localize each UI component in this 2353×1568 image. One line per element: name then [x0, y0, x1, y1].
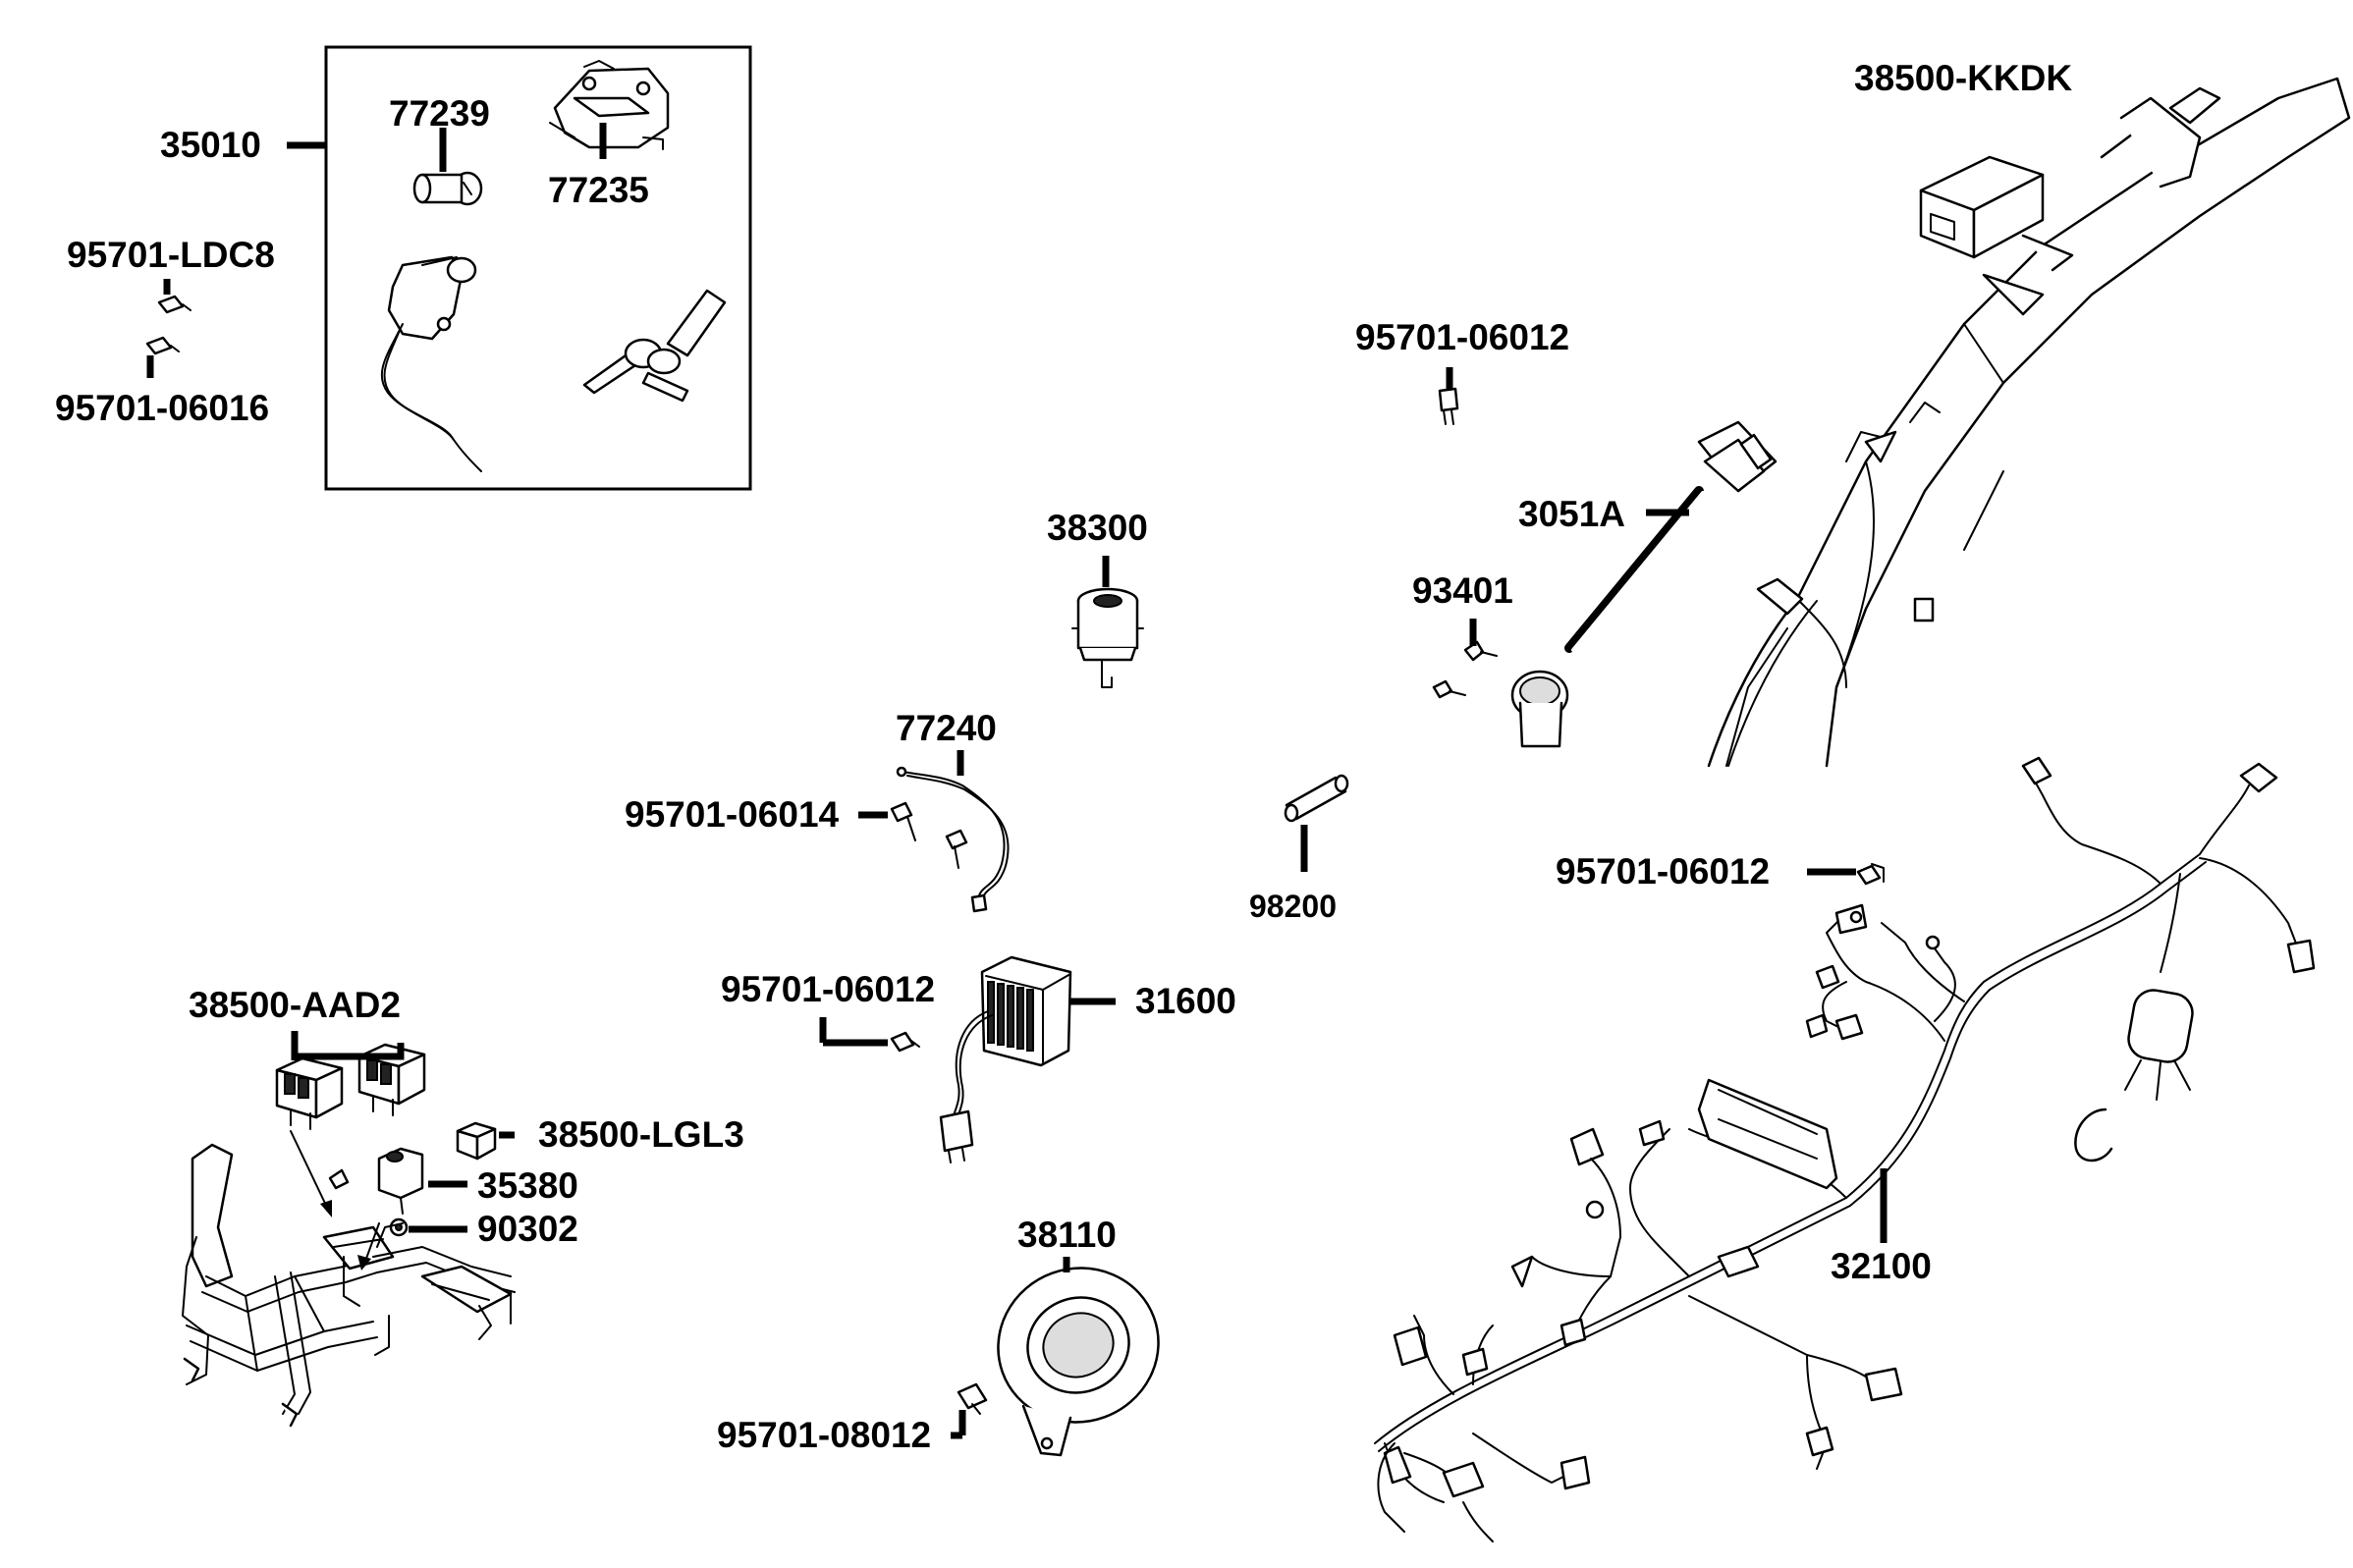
label-31600: 31600	[1135, 981, 1236, 1021]
relay-aad2-icon	[275, 1043, 426, 1130]
label-95701-06012-top: 95701-06012	[1355, 317, 1569, 357]
label-32100: 32100	[1831, 1246, 1932, 1286]
relay-lgl3-icon	[456, 1121, 497, 1161]
arrow-icons	[290, 1130, 380, 1271]
label-95701-06012-mid: 95701-06012	[721, 969, 935, 1009]
scooter-frame-icon	[1707, 77, 2351, 768]
label-95701-08012: 95701-08012	[717, 1415, 931, 1455]
screw-06014-icon	[890, 801, 968, 869]
ignition-coil-icon	[1510, 420, 1778, 748]
cable-77240-icon	[896, 766, 1010, 913]
label-38300: 38300	[1047, 508, 1148, 548]
screw-06012-right-icon	[1856, 863, 1885, 886]
nut-90302-icon	[328, 1168, 409, 1237]
label-98200: 98200	[1249, 889, 1337, 924]
relay-kkdk-icon	[1919, 155, 2045, 259]
label-77235: 77235	[548, 170, 649, 210]
screw-ldc8-icon	[157, 295, 192, 314]
label-38110: 38110	[1017, 1215, 1117, 1255]
horn-icon	[997, 1267, 1160, 1457]
label-77239: 77239	[389, 93, 490, 134]
label-90302: 90302	[477, 1209, 578, 1249]
part-number-labels: 35010 77239 77235 95701-LDC8 95701-06016…	[55, 58, 2072, 1455]
regulator-rectifier-icon	[939, 955, 1072, 1163]
leader-lines	[146, 123, 1888, 1439]
screw-06012-mid-icon	[890, 1031, 920, 1053]
sensor-35380-icon	[377, 1147, 424, 1215]
label-38500-kkdk: 38500-KKDK	[1854, 58, 2072, 98]
label-95701-06012-right: 95701-06012	[1556, 851, 1770, 892]
label-95701-06014: 95701-06014	[625, 794, 840, 835]
bracket-frame-icon	[182, 1143, 516, 1428]
label-38500-aad2: 38500-AAD2	[189, 985, 401, 1025]
screw-06012-top-icon	[1438, 387, 1459, 425]
label-93401: 93401	[1412, 570, 1513, 611]
label-35380: 35380	[477, 1165, 578, 1206]
wiring-harness-icon	[1374, 756, 2316, 1542]
label-77240: 77240	[896, 708, 997, 748]
label-35010: 35010	[160, 125, 261, 165]
fuse-icon	[1284, 774, 1349, 823]
label-38500-lgl3: 38500-LGL3	[538, 1114, 744, 1155]
label-95701-ldc8: 95701-LDC8	[67, 235, 275, 275]
ignition-switch-kit-icon	[324, 45, 752, 491]
screw-06016-icon	[145, 336, 180, 355]
label-3051a: 3051A	[1518, 494, 1625, 534]
label-95701-06016: 95701-06016	[55, 388, 269, 428]
screw-08012-icon	[957, 1382, 988, 1415]
screw-93401-icon	[1432, 640, 1498, 699]
starter-relay-icon	[1071, 587, 1144, 688]
